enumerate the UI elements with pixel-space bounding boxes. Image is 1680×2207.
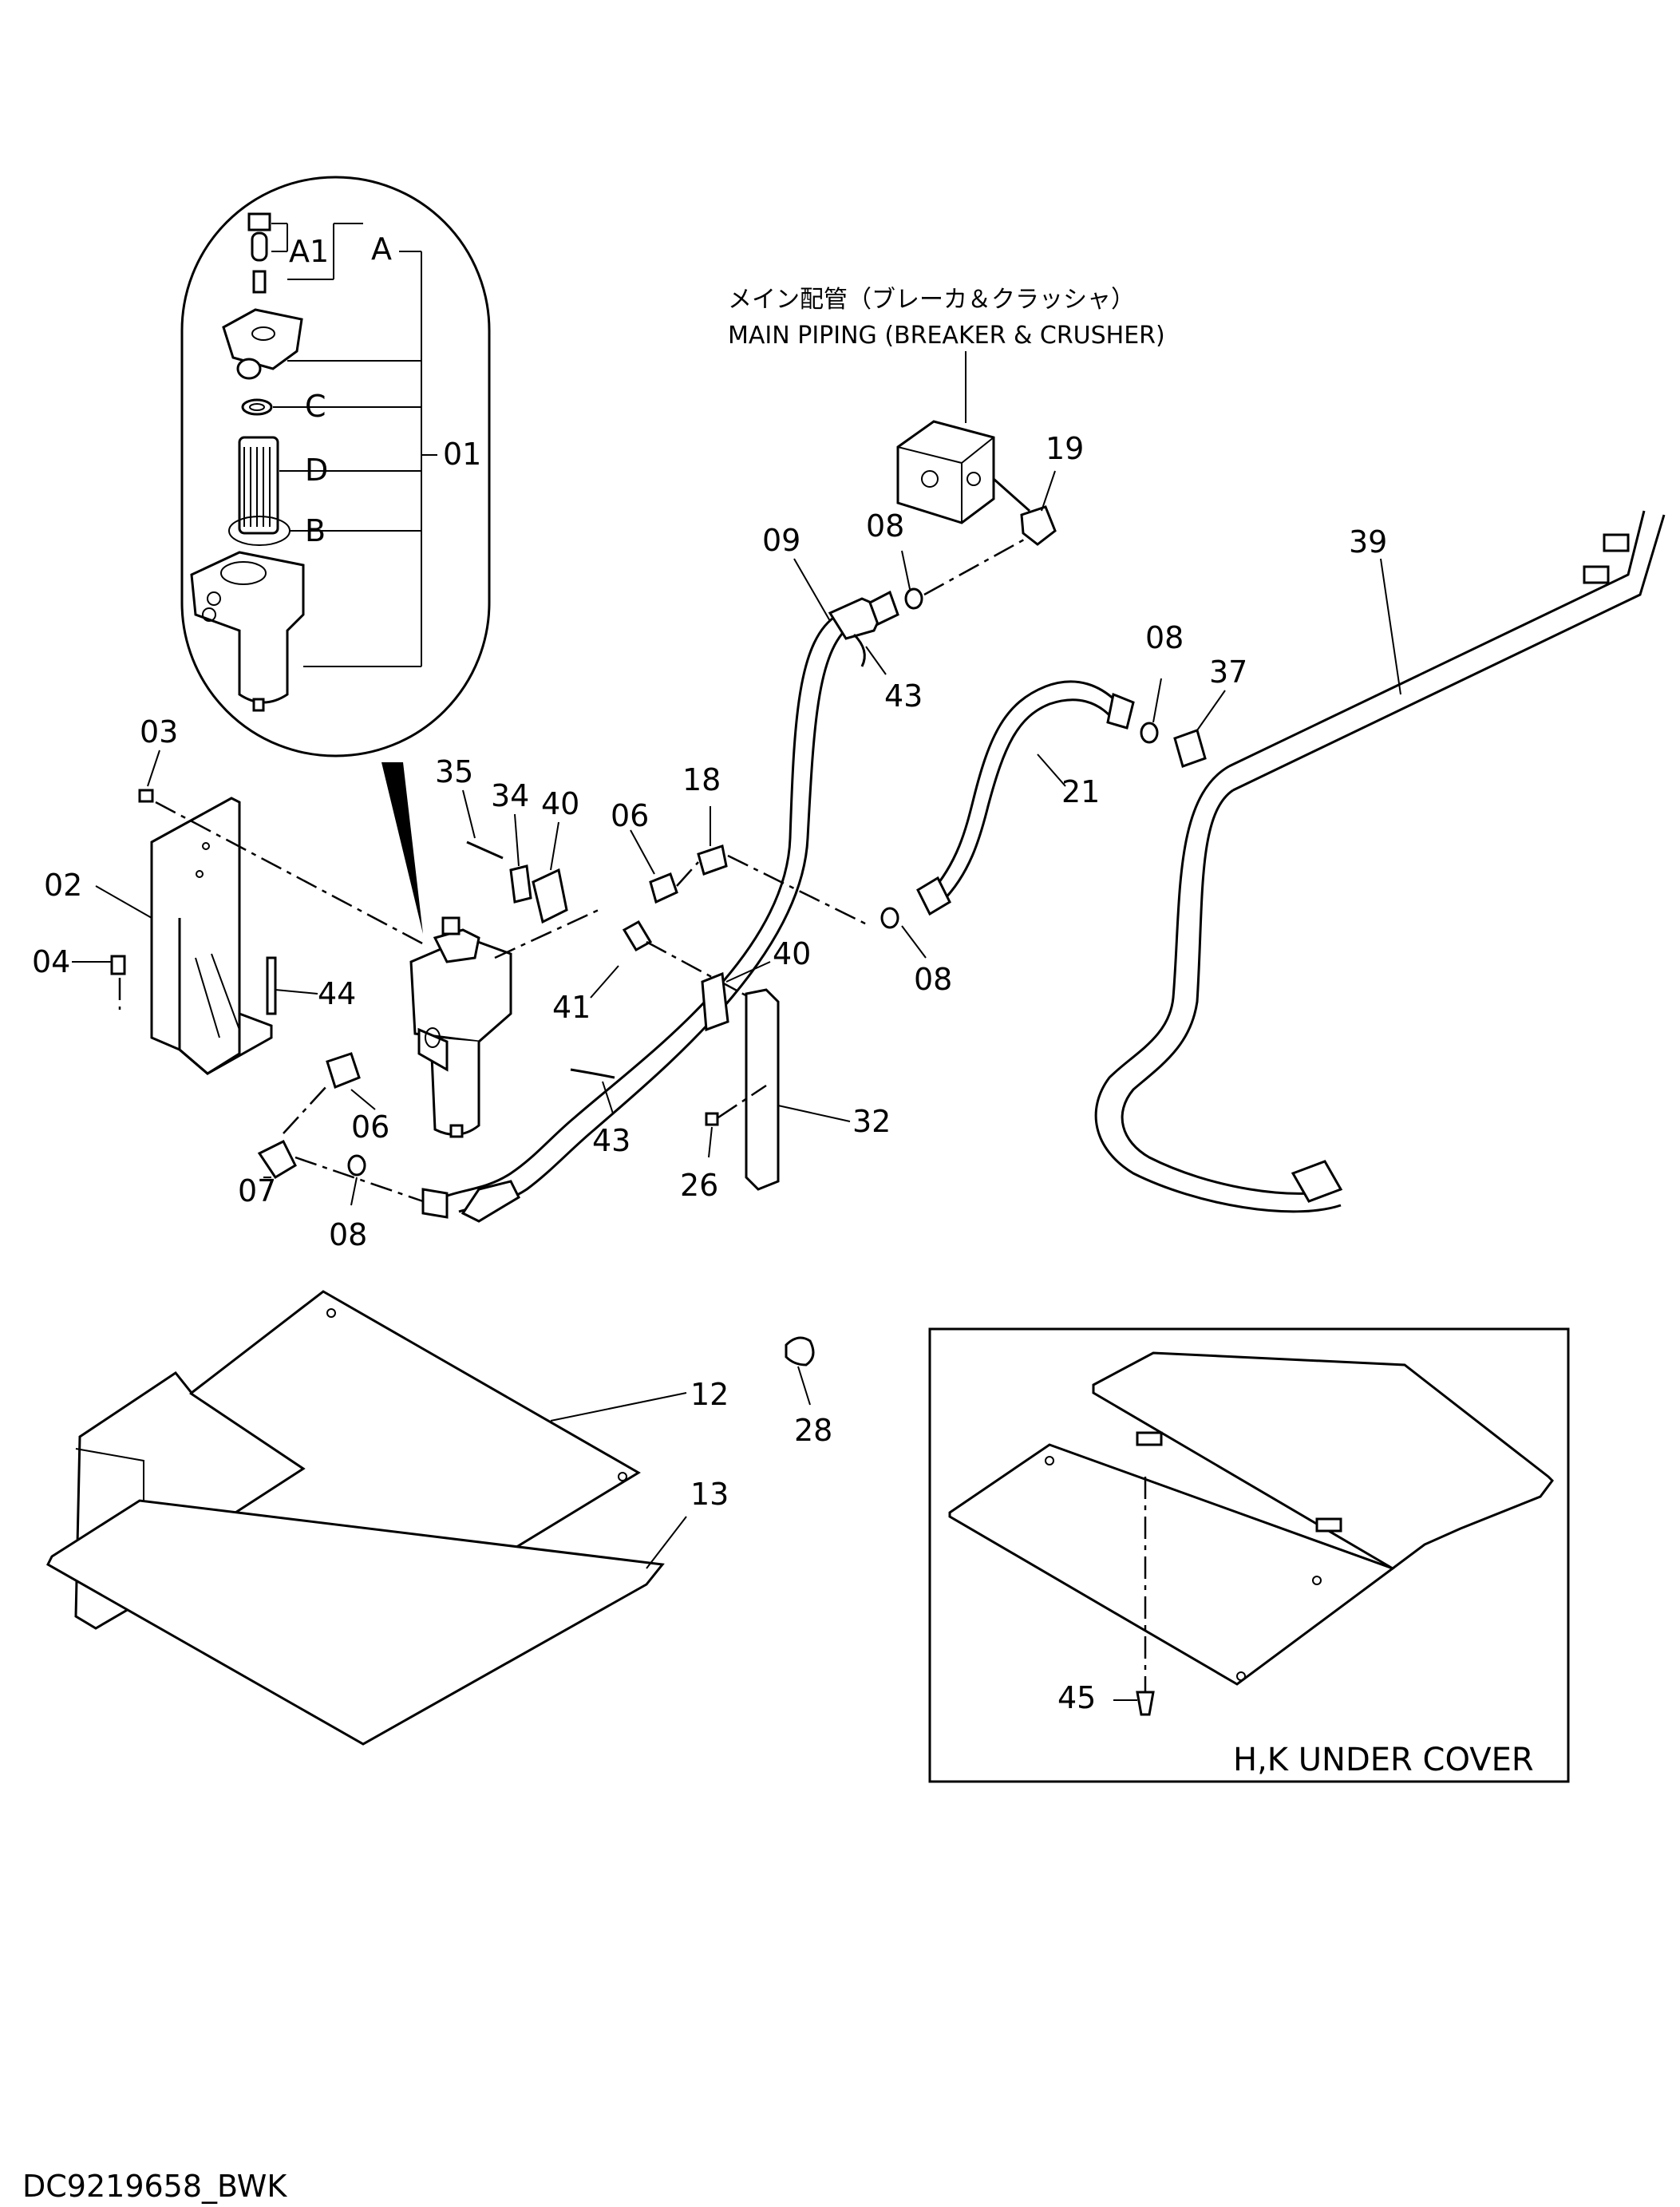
label-a1: A1	[289, 234, 329, 269]
callout-45: 45	[1057, 1680, 1096, 1715]
label-c: C	[305, 389, 326, 424]
label-b: B	[305, 513, 326, 548]
label-d: D	[305, 453, 328, 488]
callout-43-bottom: 43	[592, 1123, 630, 1158]
callout-43-top: 43	[884, 678, 923, 714]
callout-40-bottom: 40	[773, 936, 811, 971]
cover-13	[46, 1499, 687, 1746]
callout-19: 19	[1046, 431, 1084, 466]
main-piping-label-en: MAIN PIPING (BREAKER & CRUSHER)	[728, 322, 1165, 350]
callout-40-top: 40	[541, 786, 579, 821]
label-01: 01	[443, 437, 481, 472]
callout-41: 41	[552, 990, 591, 1025]
callout-07: 07	[238, 1173, 276, 1208]
filter-detail-bubble: A1 A C D B 01	[180, 176, 491, 934]
bracket-02	[150, 797, 273, 1075]
callout-21: 21	[1061, 774, 1100, 809]
callout-06-top: 06	[611, 798, 649, 833]
callout-02: 02	[44, 868, 82, 903]
callout-39: 39	[1349, 524, 1387, 560]
label-a: A	[371, 231, 392, 267]
callout-35: 35	[435, 754, 473, 789]
callout-04: 04	[32, 944, 70, 979]
callout-26: 26	[680, 1168, 718, 1203]
inset-caption: H,K UNDER COVER	[1233, 1742, 1534, 1778]
callout-32: 32	[852, 1104, 891, 1139]
callout-44: 44	[318, 976, 356, 1011]
callout-18: 18	[682, 762, 721, 797]
callout-34: 34	[491, 778, 529, 813]
callout-08-top: 08	[866, 508, 904, 544]
filter-assembly	[409, 916, 512, 1138]
callout-08-bottom: 08	[329, 1217, 367, 1252]
callout-12: 12	[690, 1377, 729, 1412]
main-piping-label-ja: メイン配管（ブレーカ＆クラッシャ）	[728, 286, 1135, 314]
main-piping-block	[896, 420, 1030, 524]
callout-03: 03	[140, 714, 178, 750]
callout-28: 28	[794, 1413, 832, 1448]
callout-37: 37	[1209, 655, 1247, 690]
callout-08-mid: 08	[914, 962, 952, 997]
drawing-id: DC9219658_BWK	[22, 2169, 287, 2204]
inset-under-cover	[928, 1327, 1570, 1783]
callout-08-right: 08	[1145, 620, 1184, 655]
callout-09: 09	[762, 523, 800, 558]
callout-06-bottom: 06	[351, 1109, 389, 1145]
callout-13: 13	[690, 1477, 729, 1512]
